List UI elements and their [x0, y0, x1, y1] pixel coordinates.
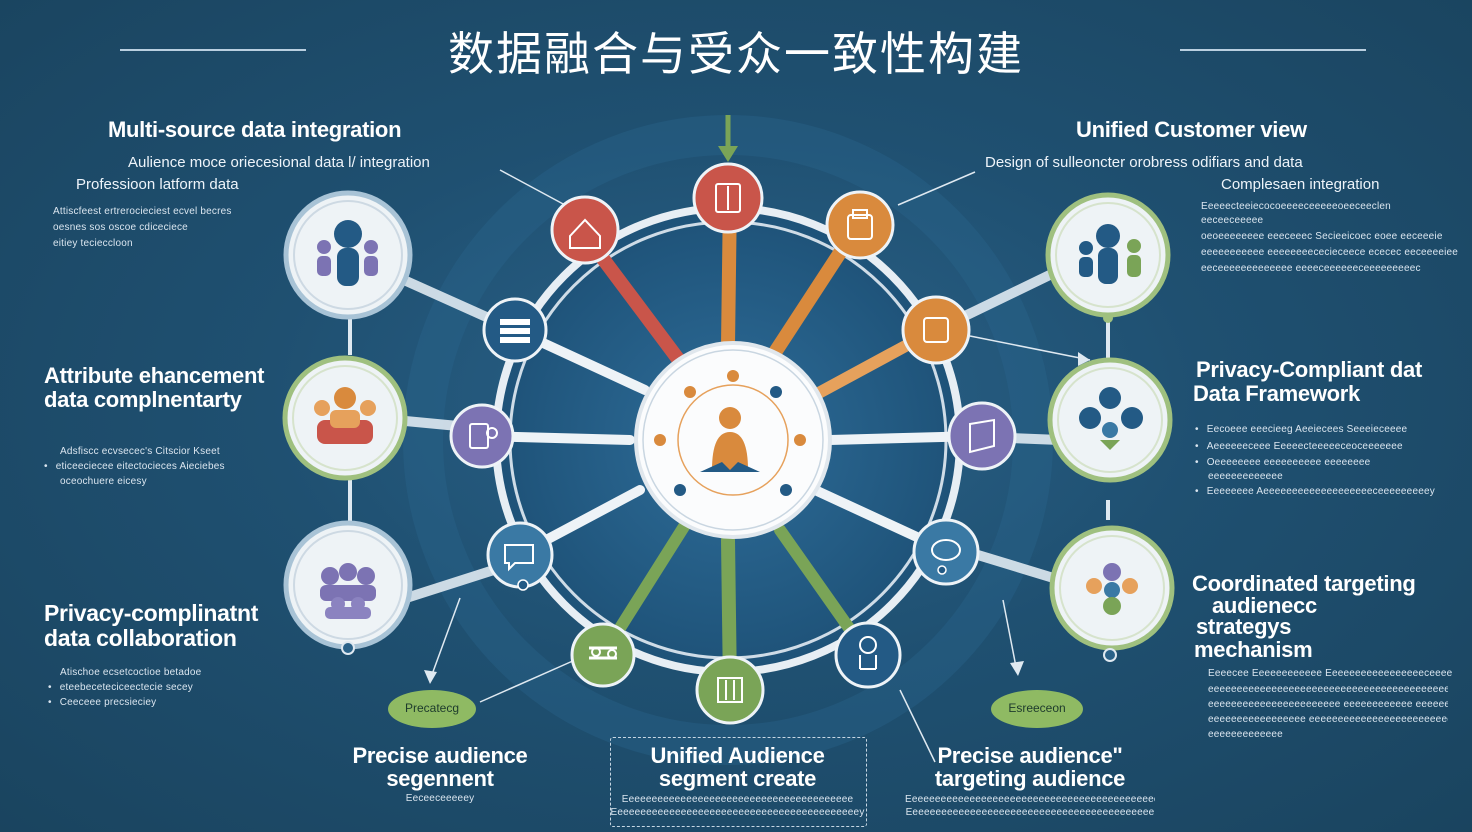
page-title: 数据融合与受众一致性构建 — [448, 27, 1024, 81]
multi-source-sub-2: Professioon latform data — [76, 176, 239, 193]
unified-view-sub-2: Complesaen integration — [1221, 176, 1380, 193]
left-node-crowd — [283, 520, 413, 655]
pill-right-label: Esreeceon — [1008, 701, 1066, 715]
coordinated-fine-1: Eeeecee Eeeeeeeeeeee Eeeeeeeeeeeeeeeeece… — [1208, 668, 1453, 679]
rim-node-filter — [570, 622, 636, 688]
unified-view-fine-1: Eeeeecteeiecocoeeeeceeeeeoeeceeclen — [1201, 201, 1391, 212]
unified-view-sub-1: Design of sulleoncter orobress odifiars … — [985, 154, 1303, 171]
rim-node-house — [550, 195, 620, 265]
bottom-center-heading-1: Unified Audience — [650, 743, 825, 768]
bottom-center-fine-1: Eeeeeeeeeeeeeeeeeeeeeeeeeeeeeeeeeeeeeeee — [621, 794, 854, 805]
pill-left-label: Precatecg — [404, 701, 460, 715]
right-node-target — [1049, 525, 1175, 662]
privacy-collab-fine-3: Ceeceee precsieciey — [48, 695, 156, 711]
unified-view-fine-5: eeceeeeeeeeeeeee eeeeceeeeeeceeeeeeeeec — [1201, 263, 1421, 274]
rim-node-chat-right — [912, 518, 980, 586]
bottom-center-fine-2: Eeeeeeeeeeeeeeeeeeeeeeeeeeeeeeeeeeeeeeee… — [610, 807, 865, 818]
title-rule-right — [1180, 49, 1366, 51]
privacy-collab-fine-1: Atischoe ecsetcoctioe betadoe — [60, 667, 202, 678]
center-hub — [634, 341, 832, 539]
privacy-framework-fine-5: Eeeeeeee Aeeeeeeeeeeeeeeeeeeeceeeeeeeeey — [1195, 484, 1435, 500]
privacy-framework-heading-1: Privacy-Compliant dat — [1196, 357, 1422, 382]
bottom-left-heading-1: Precise audience — [352, 743, 528, 768]
bottom-left-heading-2: segennent — [386, 766, 494, 791]
rim-node-document — [692, 162, 764, 234]
left-node-family — [282, 355, 408, 481]
rim-node-shield — [947, 401, 1017, 471]
multi-source-fine-1: Attiscfeest ertrerocieciest ecvel becres — [53, 206, 232, 217]
attribute-fine-3: oceochuere eicesy — [60, 476, 147, 487]
multi-source-fine-3: eitiey tecieccloon — [53, 238, 133, 249]
coordinated-heading-4: mechanism — [1194, 637, 1313, 662]
rim-node-box — [901, 295, 971, 365]
bottom-right-heading-2: targeting audience — [934, 766, 1126, 791]
coordinated-fine-5: eeeeeeeeeeeee — [1208, 729, 1283, 740]
rim-node-chat-left — [486, 521, 554, 591]
privacy-framework-fine-3: Oeeeeeeee eeeeeeeeee eeeeeeee — [1195, 455, 1371, 471]
rim-node-bag — [825, 190, 895, 260]
multi-source-heading: Multi-source data integration — [108, 117, 402, 142]
pill-right — [991, 690, 1083, 728]
bottom-center-heading-2: segment create — [658, 766, 817, 791]
down-arrow-top — [718, 115, 738, 162]
attribute-heading-2: data complnentarty — [44, 387, 242, 412]
pill-left — [388, 690, 476, 728]
multi-source-fine-2: oesnes sos oscoe cdiceciece — [53, 222, 188, 233]
privacy-collab-fine-2: eteebeceteciceectecie secey — [48, 680, 193, 696]
right-node-people — [1045, 192, 1171, 323]
left-node-people — [283, 190, 413, 320]
bottom-right-fine-2: Eeeeeeeeeeeeeeeeeeeeeeeeeeeeeeeeeeeeeeee… — [905, 807, 1155, 818]
attribute-fine-1: Adsfiscc ecvsecec's Citscior Kseet — [60, 446, 220, 457]
privacy-framework-fine-4: eeeeeeeeeeeee — [1208, 471, 1283, 482]
annotation-pointers — [424, 169, 1091, 763]
privacy-collab-heading-1: Privacy-complinatnt — [44, 600, 259, 626]
unified-view-fine-4: eeeeeeeeeee eeeeeeeececieceece ececec ee… — [1201, 247, 1459, 258]
unified-view-fine-3: oeoeeeeeeee eeeceeec Secieeicoec eoee ee… — [1201, 231, 1443, 242]
privacy-framework-fine-1: Eecoeee eeecieeg Aeeiecees Seeeieceeee — [1195, 422, 1407, 438]
unified-view-heading: Unified Customer view — [1076, 117, 1307, 142]
privacy-collab-heading-2: data collaboration — [44, 625, 237, 651]
bottom-right-heading-1: Precise audienceʺ — [937, 743, 1123, 768]
rim-node-link — [449, 403, 515, 469]
attribute-heading-1: Attribute ehancement — [44, 363, 265, 388]
multi-source-sub-1: Aulience moce oriecesional data l/ integ… — [128, 154, 430, 171]
privacy-framework-fine-2: Aeeeeeeceee Eeeeecteeeeeceoceeeeeee — [1195, 439, 1403, 455]
coordinated-heading-3: strategys — [1196, 614, 1292, 639]
title-rule-left — [120, 49, 306, 51]
bottom-left-fine: Eeceeceeeeey — [405, 793, 475, 804]
rim-node-scales — [834, 621, 902, 689]
unified-view-fine-2: eeceeceeeee — [1201, 215, 1264, 226]
privacy-framework-heading-2: Data Framework — [1193, 381, 1360, 406]
bottom-right-fine-1: Eeeeeeeeeeeeeeeeeeeeeeeeeeeeeeeeeeeeeeee… — [905, 794, 1155, 805]
coordinated-fine-2: eeeeeeeeeeeeeeeeeeeeeeeeeeeeeeeeeeeeeeee… — [1208, 684, 1448, 695]
coordinated-heading-2: audienecc — [1212, 593, 1317, 618]
rim-node-building — [695, 655, 765, 725]
right-node-network — [1047, 357, 1173, 483]
coordinated-heading-1: Coordinated targeting — [1192, 571, 1416, 596]
rim-node-layers — [482, 297, 548, 363]
unified-segment-box — [610, 737, 867, 827]
coordinated-fine-3: eeeeeeeeeeeeeeeeeeeeeee eeeeeeeeeeee eee… — [1208, 699, 1448, 710]
attribute-fine-2: eticeeciecee eitectocieces Aieciebes — [44, 459, 225, 475]
coordinated-fine-4: eeeeeeeeeeeeeeeee eeeeeeeeeeeeeeeeeeeeee… — [1208, 714, 1448, 725]
